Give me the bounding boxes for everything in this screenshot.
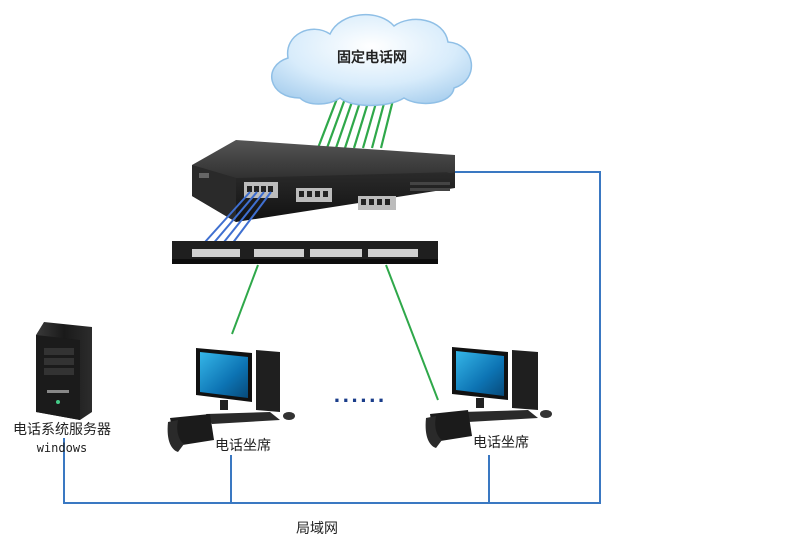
agent-workstation-left: [167, 348, 295, 452]
cloud-shape: [271, 13, 472, 107]
desk-phone-left: [167, 414, 214, 452]
mouse-right: [540, 410, 552, 418]
server-label: 电话系统服务器: [13, 422, 111, 438]
pstn-cloud: 固定电话网: [271, 13, 472, 107]
server-os-label: windows: [37, 441, 88, 455]
lan-label: 局域网: [296, 521, 338, 537]
mouse-left: [283, 412, 295, 420]
patch-panel: [172, 241, 438, 264]
voice-gateway-device: [192, 140, 455, 222]
server-tower: [36, 322, 92, 420]
gateway-port-group-3: [358, 196, 396, 210]
gateway-vents: [410, 182, 450, 191]
cloud-label: 固定电话网: [337, 49, 407, 66]
gateway-port-group-2: [296, 188, 332, 202]
agent-workstation-right: [425, 347, 552, 448]
lan-backbone: [63, 171, 601, 504]
agent-left-label: 电话坐席: [215, 438, 271, 454]
agent-right-label: 电话坐席: [473, 435, 529, 451]
extension-lines: [231, 264, 439, 401]
gateway-logo: [199, 173, 209, 178]
keyboard-left: [206, 412, 280, 424]
lan-lines: [63, 171, 601, 504]
ellipsis-label: ......: [333, 386, 386, 407]
keyboard-right: [462, 410, 538, 422]
desk-phone-right: [425, 410, 472, 448]
